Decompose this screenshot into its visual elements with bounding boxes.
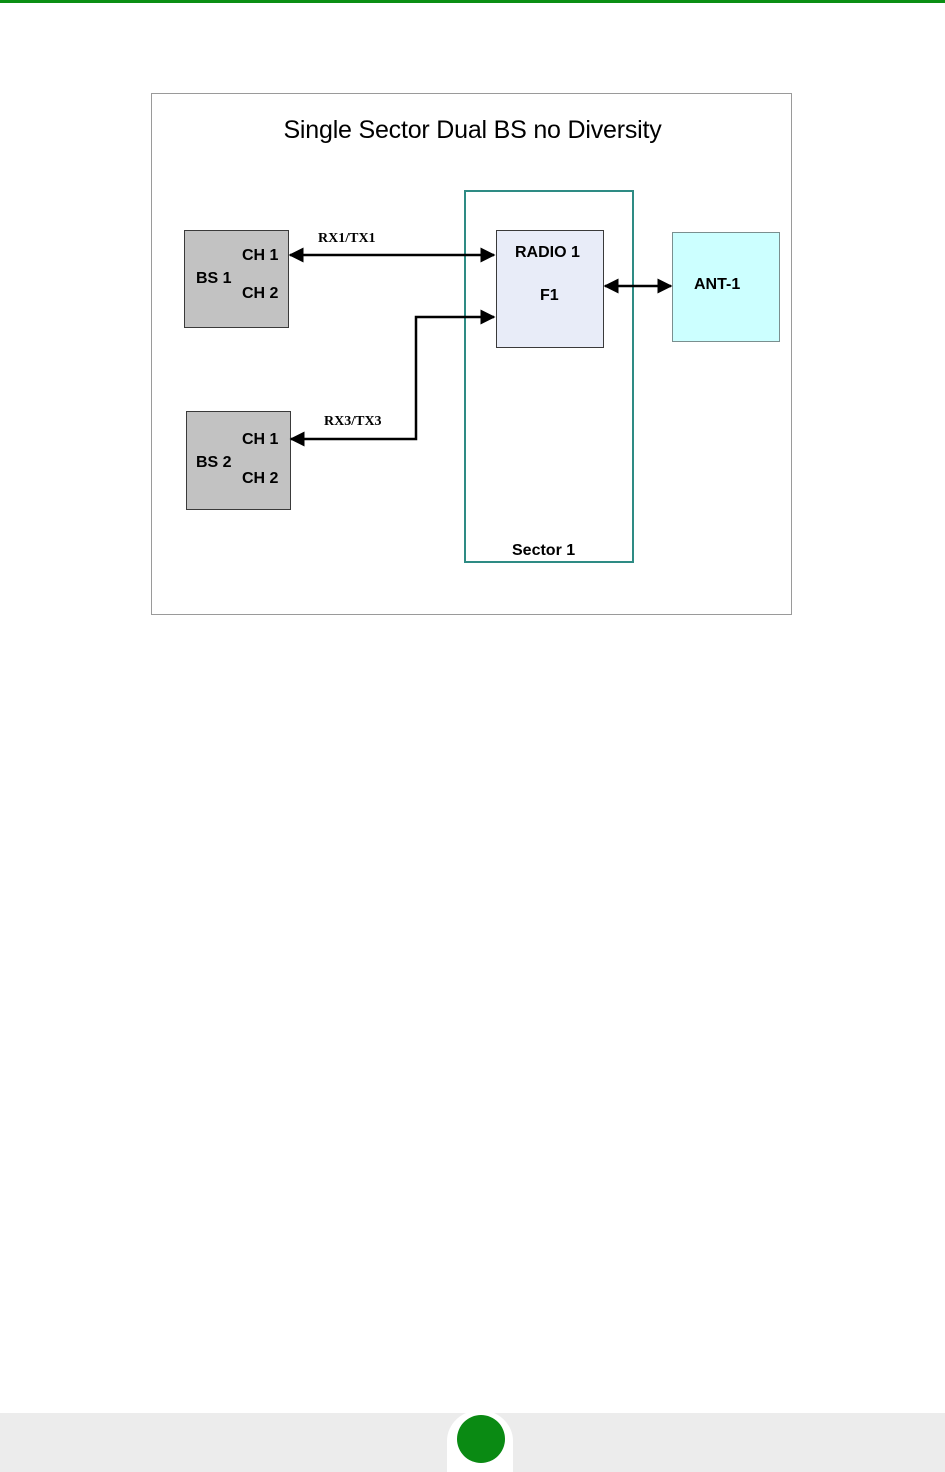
connector-bs2-radio xyxy=(291,317,494,439)
page-badge-icon xyxy=(457,1415,505,1463)
